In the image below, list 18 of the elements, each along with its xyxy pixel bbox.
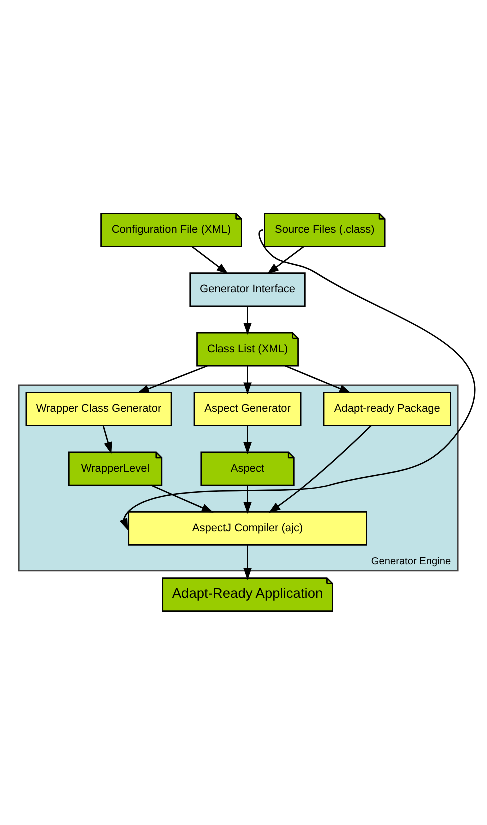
node-box: AspectJ Compiler (ajc) — [128, 511, 368, 546]
node-box: Generator Interface — [190, 272, 306, 308]
arrow — [244, 426, 252, 454]
arrow — [244, 545, 252, 580]
arrow — [267, 246, 304, 274]
arrow — [285, 366, 352, 394]
node-box: Wrapper Class Generator — [26, 392, 172, 426]
arrow — [244, 486, 252, 514]
arrow — [151, 484, 214, 513]
node-box: Aspect Generator — [194, 392, 302, 426]
arrow — [244, 306, 252, 335]
arrow — [102, 426, 112, 454]
arrow — [120, 230, 476, 531]
node-box: Adapt-ready Package — [323, 392, 452, 426]
arrow — [244, 366, 252, 395]
arrow — [192, 246, 229, 274]
arrow — [137, 366, 208, 394]
arrow — [268, 426, 372, 514]
